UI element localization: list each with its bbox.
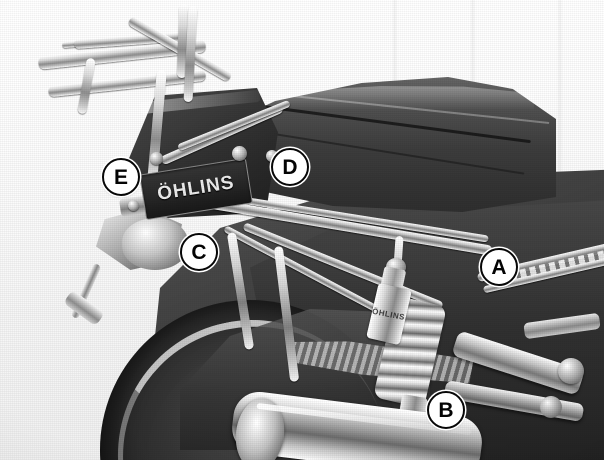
callout-d: D	[271, 148, 309, 186]
callout-a: A	[480, 248, 518, 286]
callout-letter: C	[191, 240, 207, 264]
seat-highlight	[214, 86, 534, 110]
wall-seam	[557, 0, 563, 180]
shock-body-text: ÖHLINS	[371, 306, 407, 322]
callout-e: E	[102, 158, 140, 196]
linkage-pivot-bolt	[540, 396, 562, 418]
callout-letter: E	[113, 165, 128, 189]
fastener-bolt	[232, 146, 247, 161]
fastener-bolt	[150, 152, 163, 165]
swingarm-pivot-bolt	[558, 358, 584, 384]
callout-letter: B	[438, 398, 454, 422]
heat-shield-dome	[122, 218, 188, 270]
callout-c: C	[180, 233, 218, 271]
fastener-bolt	[128, 200, 139, 211]
callout-b: B	[427, 391, 465, 429]
callout-letter: D	[282, 155, 298, 179]
callout-letter: A	[491, 255, 507, 279]
ohlins-badge-text: ÖHLINS	[155, 172, 236, 205]
